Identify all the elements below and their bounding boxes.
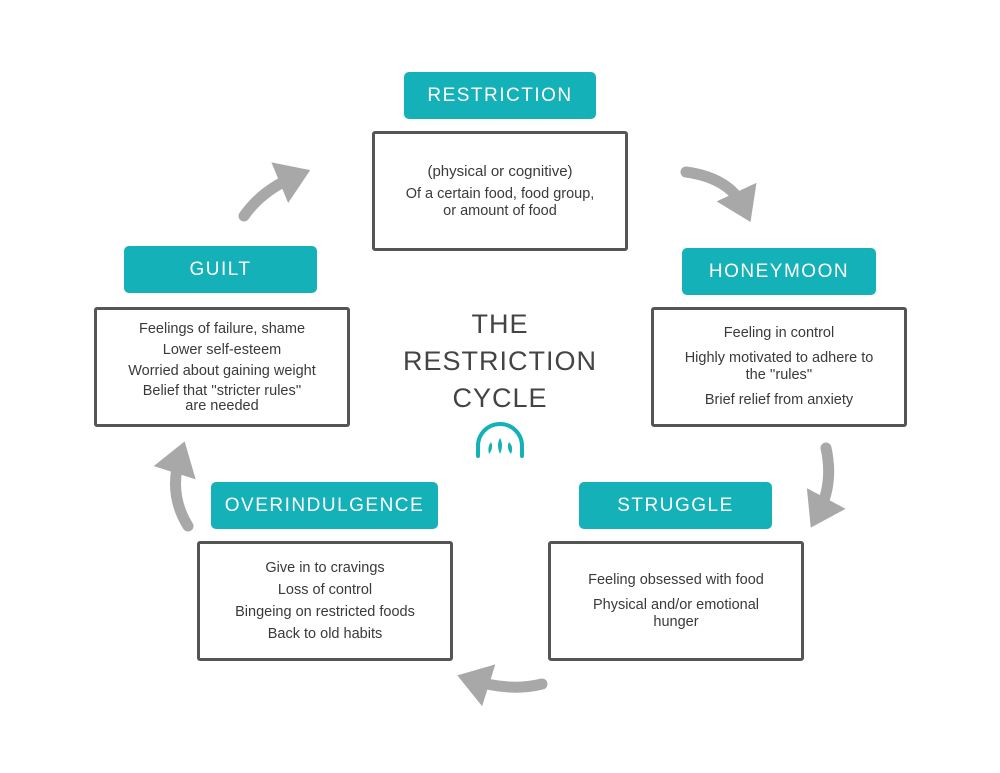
restriction-line: Of a certain food, food group, or amount… (405, 185, 595, 219)
diagram-title: THE RESTRICTION CYCLE (400, 306, 600, 417)
overindulgence-line: Back to old habits (267, 625, 383, 642)
arrow-struggle-to-overindulgence (457, 664, 548, 707)
honeymoon-label: HONEYMOON (682, 248, 876, 295)
arrow-restriction-to-honeymoon (680, 166, 757, 222)
guilt-line: Lower self-esteem (162, 341, 282, 358)
honeymoon-label-text: HONEYMOON (708, 260, 850, 282)
restriction-label-text: RESTRICTION (427, 84, 573, 106)
overindulgence-box: Give in to cravings Loss of control Bing… (197, 541, 453, 661)
arrow-overindulgence-to-guilt (153, 441, 196, 532)
restriction-label: RESTRICTION (404, 72, 596, 119)
restriction-box: (physical or cognitive) Of a certain foo… (372, 131, 628, 251)
guilt-line: Worried about gaining weight (128, 362, 316, 379)
title-line: CYCLE (452, 383, 548, 413)
overindulgence-label: OVERINDULGENCE (211, 482, 438, 529)
overindulgence-line: Bingeing on restricted foods (235, 603, 415, 620)
restriction-subtitle: (physical or cognitive) (427, 162, 573, 180)
overindulgence-line: Give in to cravings (265, 559, 385, 576)
guilt-box: Feelings of failure, shame Lower self-es… (94, 307, 350, 427)
honeymoon-line: Brief relief from anxiety (704, 392, 854, 408)
struggle-label-text: STRUGGLE (617, 494, 734, 516)
arrow-guilt-to-restriction (238, 162, 311, 222)
honeymoon-line: Feeling in control (723, 325, 835, 341)
honeymoon-box: Feeling in control Highly motivated to a… (651, 307, 907, 427)
overindulgence-label-text: OVERINDULGENCE (224, 494, 425, 516)
arch-sprout-logo-icon (476, 422, 524, 458)
arrow-honeymoon-to-struggle (806, 442, 846, 528)
struggle-line: Physical and/or emotional hunger (592, 596, 760, 630)
struggle-line: Feeling obsessed with food (588, 571, 764, 588)
title-line: RESTRICTION (402, 346, 597, 376)
struggle-box: Feeling obsessed with food Physical and/… (548, 541, 804, 661)
honeymoon-line: Highly motivated to adhere to the ''rule… (684, 350, 874, 383)
guilt-line: Belief that ''stricter rules'' are neede… (142, 382, 302, 414)
guilt-line: Feelings of failure, shame (138, 320, 306, 337)
guilt-label-text: GUILT (189, 258, 252, 280)
overindulgence-line: Loss of control (277, 581, 373, 598)
struggle-label: STRUGGLE (579, 482, 772, 529)
guilt-label: GUILT (124, 246, 317, 293)
title-line: THE (471, 309, 529, 339)
